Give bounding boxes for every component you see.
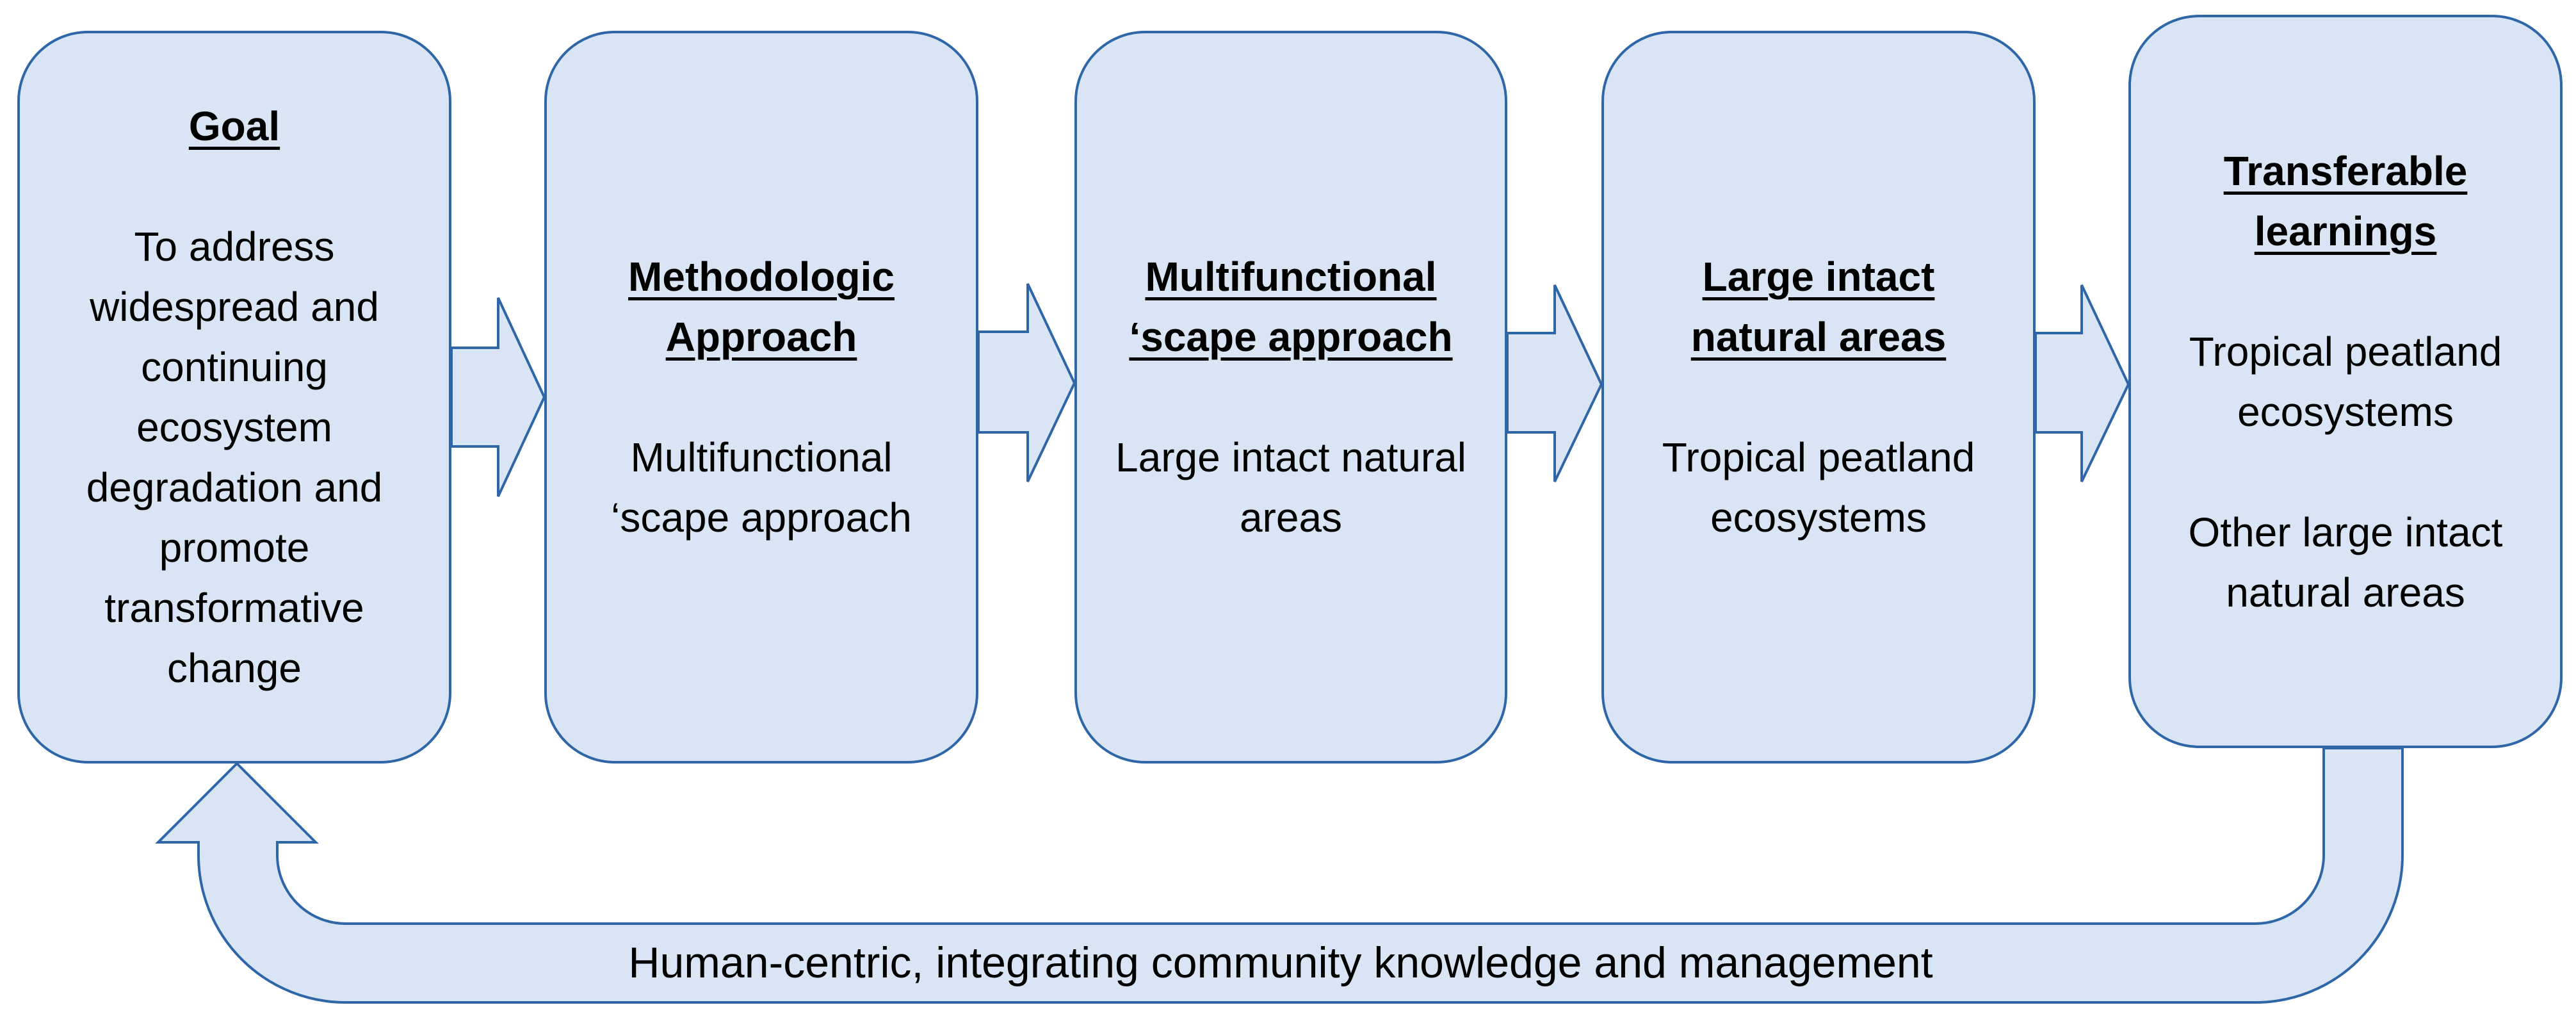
transferable-learnings-body: Tropical peatland ecosystems — [2189, 328, 2502, 435]
large-intact-areas-title: Large intact natural areas — [1690, 254, 1947, 360]
large-intact-areas-body: Tropical peatland ecosystems — [1662, 434, 1975, 541]
arrow-goal-to-methodologic — [450, 297, 546, 497]
transferable-learnings-box: Transferable learnings Tropical peatland… — [2128, 15, 2563, 748]
multifunctional-scape-body: Large intact natural areas — [1115, 434, 1466, 541]
goal-title: Goal — [188, 103, 280, 149]
large-intact-areas-box: Large intact natural areas Tropical peat… — [1601, 31, 2036, 764]
goal-body: To address widespread and continuing eco… — [86, 224, 383, 691]
transferable-learnings-title: Transferable learnings — [2223, 147, 2468, 254]
methodologic-approach-body: Multifunctional ‘scape approach — [611, 434, 912, 541]
arrow-multifunctional-to-large-intact — [1506, 284, 1603, 482]
methodologic-approach-box: Methodologic Approach Multifunctional ‘s… — [544, 31, 978, 764]
transferable-learnings-body-2: Other large intact natural areas — [2188, 509, 2503, 616]
multifunctional-scape-box: Multifunctional ‘scape approach Large in… — [1074, 31, 1507, 764]
methodologic-approach-title: Methodologic Approach — [628, 254, 895, 360]
arrow-methodologic-to-multifunctional — [977, 283, 1076, 482]
multifunctional-scape-title: Multifunctional ‘scape approach — [1129, 254, 1453, 360]
feedback-loop-arrow — [155, 747, 2404, 1004]
goal-box: Goal To address widespread and continuin… — [17, 31, 451, 764]
feedback-loop-label: Human-centric, integrating community kno… — [628, 938, 1933, 987]
arrow-large-intact-to-transferable — [2034, 284, 2130, 482]
